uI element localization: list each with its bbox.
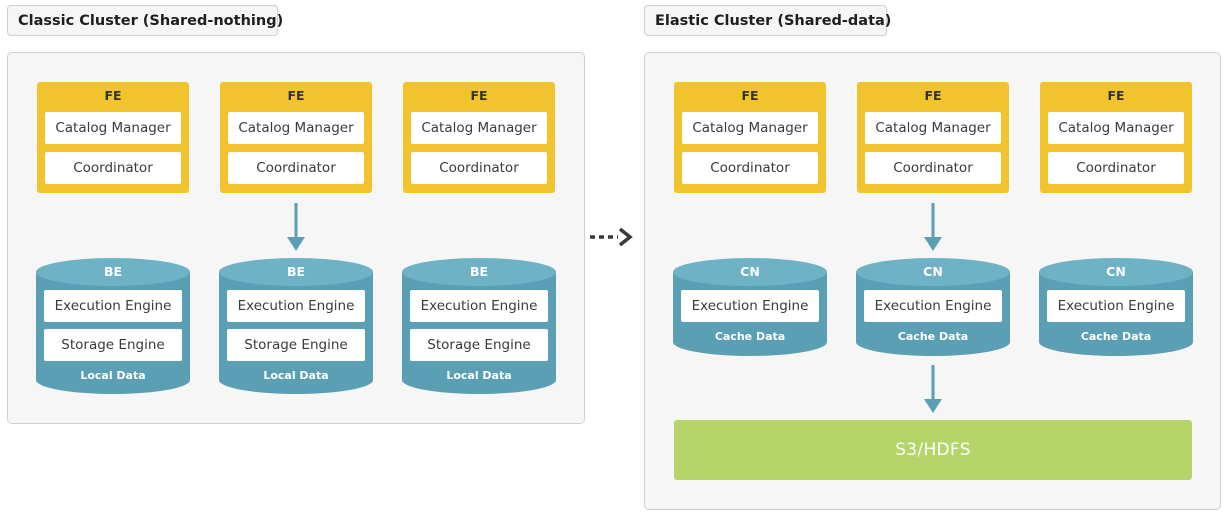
classic-fe-node-3: FE Catalog Manager Coordinator bbox=[403, 82, 555, 193]
catalog-manager-box: Catalog Manager bbox=[228, 112, 364, 144]
classic-cluster-title: Classic Cluster (Shared-nothing) bbox=[7, 5, 283, 36]
cache-data-label: Cache Data bbox=[714, 330, 786, 343]
catalog-manager-box: Catalog Manager bbox=[682, 112, 818, 144]
cn-label: CN bbox=[1106, 264, 1126, 279]
cn-label: CN bbox=[740, 264, 760, 279]
dashed-right-arrow-icon bbox=[590, 227, 633, 247]
classic-cluster-panel: FE Catalog Manager Coordinator FE Catalo… bbox=[7, 52, 585, 424]
fe-label: FE bbox=[287, 88, 305, 103]
classic-fe-node-2: FE Catalog Manager Coordinator bbox=[220, 82, 372, 193]
catalog-manager-box: Catalog Manager bbox=[411, 112, 547, 144]
coordinator-box: Coordinator bbox=[45, 152, 181, 184]
execution-engine-box: Execution Engine bbox=[44, 290, 182, 322]
elastic-fe-node-3: FE Catalog Manager Coordinator bbox=[1040, 82, 1192, 193]
down-arrow-icon bbox=[287, 203, 305, 251]
fe-label: FE bbox=[1107, 88, 1125, 103]
fe-label: FE bbox=[741, 88, 759, 103]
elastic-fe-node-2: FE Catalog Manager Coordinator bbox=[857, 82, 1009, 193]
fe-label: FE bbox=[104, 88, 122, 103]
classic-be-node-1: BE Execution Engine Storage Engine Local… bbox=[36, 258, 190, 394]
execution-engine-box: Execution Engine bbox=[227, 290, 365, 322]
classic-fe-node-1: FE Catalog Manager Coordinator bbox=[37, 82, 189, 193]
coordinator-box: Coordinator bbox=[682, 152, 818, 184]
coordinator-box: Coordinator bbox=[1048, 152, 1184, 184]
elastic-cluster-panel: FE Catalog Manager Coordinator FE Catalo… bbox=[644, 52, 1221, 510]
cn-label: CN bbox=[923, 264, 943, 279]
elastic-cn-node-1: CN Execution Engine Cache Data bbox=[673, 258, 827, 356]
classic-be-node-3: BE Execution Engine Storage Engine Local… bbox=[402, 258, 556, 394]
execution-engine-box: Execution Engine bbox=[410, 290, 548, 322]
cache-data-label: Cache Data bbox=[897, 330, 969, 343]
classic-be-node-2: BE Execution Engine Storage Engine Local… bbox=[219, 258, 373, 394]
fe-label: FE bbox=[924, 88, 942, 103]
elastic-cluster-title: Elastic Cluster (Shared-data) bbox=[644, 5, 891, 36]
coordinator-box: Coordinator bbox=[228, 152, 364, 184]
execution-engine-box: Execution Engine bbox=[1047, 290, 1185, 322]
elastic-cn-node-3: CN Execution Engine Cache Data bbox=[1039, 258, 1193, 356]
fe-label: FE bbox=[470, 88, 488, 103]
be-label: BE bbox=[286, 264, 306, 279]
down-arrow-icon bbox=[924, 365, 942, 413]
elastic-cn-node-2: CN Execution Engine Cache Data bbox=[856, 258, 1010, 356]
catalog-manager-box: Catalog Manager bbox=[865, 112, 1001, 144]
be-label: BE bbox=[469, 264, 489, 279]
local-data-label: Local Data bbox=[80, 369, 146, 382]
storage-engine-box: Storage Engine bbox=[44, 329, 182, 361]
local-data-label: Local Data bbox=[263, 369, 329, 382]
shared-storage-box: S3/HDFS bbox=[674, 420, 1192, 480]
cache-data-label: Cache Data bbox=[1080, 330, 1152, 343]
catalog-manager-box: Catalog Manager bbox=[45, 112, 181, 144]
elastic-fe-node-1: FE Catalog Manager Coordinator bbox=[674, 82, 826, 193]
down-arrow-icon bbox=[924, 203, 942, 251]
storage-engine-box: Storage Engine bbox=[227, 329, 365, 361]
local-data-label: Local Data bbox=[446, 369, 512, 382]
coordinator-box: Coordinator bbox=[865, 152, 1001, 184]
execution-engine-box: Execution Engine bbox=[864, 290, 1002, 322]
execution-engine-box: Execution Engine bbox=[681, 290, 819, 322]
storage-engine-box: Storage Engine bbox=[410, 329, 548, 361]
coordinator-box: Coordinator bbox=[411, 152, 547, 184]
be-label: BE bbox=[103, 264, 123, 279]
catalog-manager-box: Catalog Manager bbox=[1048, 112, 1184, 144]
